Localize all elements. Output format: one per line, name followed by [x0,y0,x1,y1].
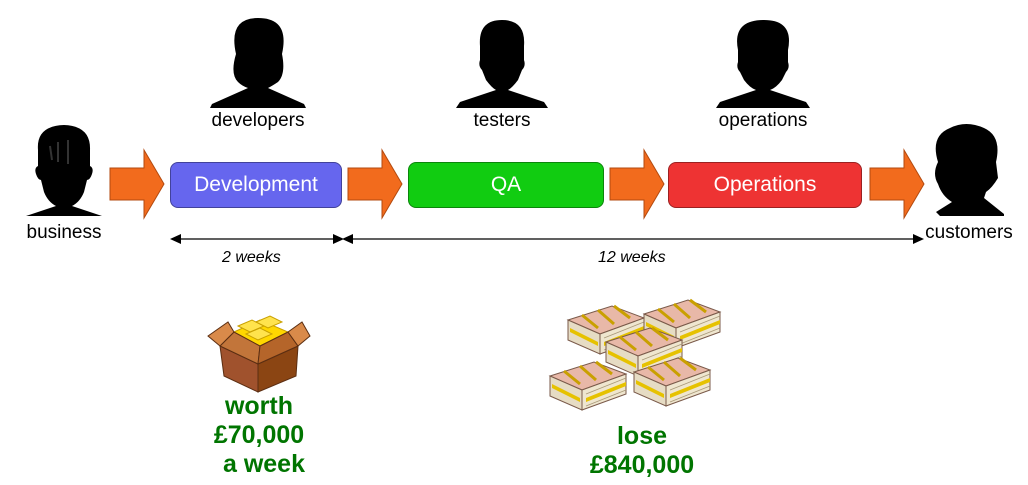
value-line-amount: £70,000 [213,421,305,449]
value-line-worth: worth [224,392,294,420]
operations-label: operations [718,110,808,131]
business-person-icon [26,125,102,216]
testers-label: testers [473,110,531,131]
value-text: worth £70,000 a week [196,392,322,479]
flow-arrow-operations-to-customers [869,148,925,220]
value-line-period: a week [222,450,305,478]
flow-arrow-development-to-qa [347,148,403,220]
qa-stage-box: QA [408,162,604,208]
loss-text: lose £840,000 [572,422,712,480]
developers-label: developers [211,110,305,131]
tester-person-icon [456,20,548,108]
development-duration-label: 2 weeks [222,249,281,266]
duration-arrow-development [170,234,344,244]
business-label: business [26,222,102,243]
flow-arrow-qa-to-operations [609,148,665,220]
qa-stage-label: QA [490,173,522,196]
operations-stage-box: Operations [668,162,862,208]
development-stage-label: Development [194,173,318,196]
operations-stage-label: Operations [713,173,817,196]
loss-line-lose: lose [616,422,668,450]
qa-operations-duration-label: 12 weeks [598,249,666,266]
box-of-gold-icon [207,315,311,393]
developer-person-icon [210,18,306,108]
duration-arrow-qa-operations [342,234,924,244]
flow-arrow-business-to-development [109,148,165,220]
customer-person-icon [935,124,1004,216]
operations-person-icon [716,20,810,108]
stacks-of-banknotes-icon [548,298,722,412]
customers-label: customers [925,222,1013,243]
development-stage-box: Development [170,162,342,208]
loss-line-amount: £840,000 [589,451,695,479]
